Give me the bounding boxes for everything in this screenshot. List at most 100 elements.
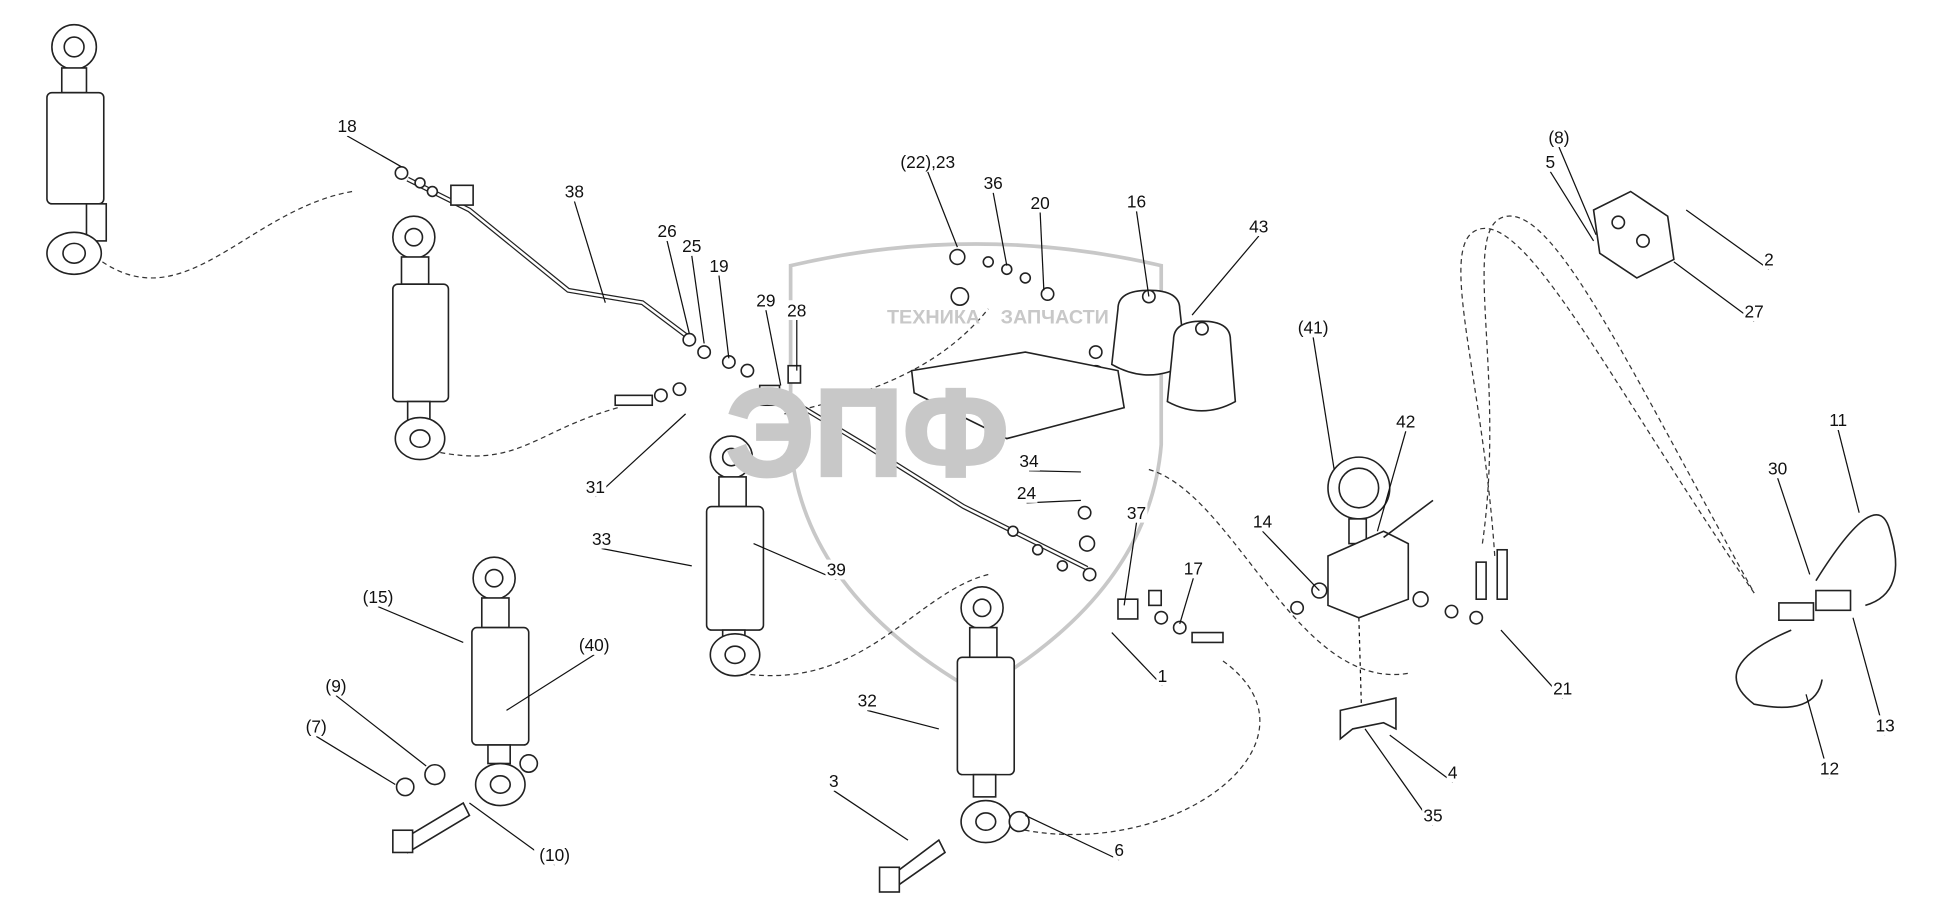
leader-line xyxy=(595,413,687,498)
callout-label-background xyxy=(785,300,808,320)
callout-label: 2 xyxy=(1764,250,1774,270)
callout-5: 5 xyxy=(1544,151,1595,242)
callout-label-background xyxy=(1029,192,1052,213)
leader-line xyxy=(1558,146,1597,235)
callout-30: 30 xyxy=(1766,458,1811,575)
callout-label-background xyxy=(584,476,607,497)
leader-line xyxy=(1312,337,1335,470)
leader-line xyxy=(1262,530,1320,591)
callout-1: 1 xyxy=(1111,632,1169,687)
callout-label: 34 xyxy=(1019,451,1039,471)
callout-10: (10) xyxy=(469,802,576,866)
leader-line xyxy=(1135,211,1150,297)
callout-18: 18 xyxy=(336,116,402,168)
callout-label: 39 xyxy=(827,560,846,580)
callout-label-background xyxy=(534,845,576,865)
callout-16: 16 xyxy=(1125,191,1150,297)
leader-line xyxy=(1025,814,1120,861)
callout-label-background xyxy=(1818,758,1841,779)
callout-label: (8) xyxy=(1548,127,1569,147)
leader-line xyxy=(1364,728,1434,826)
leader-line xyxy=(666,240,690,334)
callout-27: 27 xyxy=(1673,261,1766,322)
callout-label-background xyxy=(825,559,848,580)
callout-label: 30 xyxy=(1768,458,1787,478)
callout-11: 11 xyxy=(1827,410,1860,513)
leader-line xyxy=(601,547,692,567)
leader-line xyxy=(867,709,940,730)
callout-43: 43 xyxy=(1191,216,1270,316)
cylinder-40 xyxy=(471,556,530,807)
callout-6: 6 xyxy=(1025,814,1126,861)
callout-label: (7) xyxy=(306,717,327,737)
leader-line xyxy=(346,135,402,168)
callout-19: 19 xyxy=(708,255,730,359)
callout-label: (22),23 xyxy=(900,152,955,172)
callout-label: 14 xyxy=(1253,512,1273,532)
callout-label: 19 xyxy=(709,256,728,276)
leader-line xyxy=(573,201,606,303)
leader-line xyxy=(1837,429,1860,513)
leader-line xyxy=(1123,522,1138,606)
callout-label-background xyxy=(1182,558,1205,579)
callout-label-background xyxy=(892,151,963,172)
callout-40: (40) xyxy=(506,635,615,711)
cylinder-second xyxy=(392,215,450,461)
mounting-plate xyxy=(910,351,1126,440)
callout-label: 27 xyxy=(1745,302,1764,322)
leader-line xyxy=(506,654,595,711)
callout-label-background xyxy=(827,770,840,791)
watermark: ТЕХНИКА ЗАПЧАСТИ ЭПФ xyxy=(725,307,1109,505)
callout-label-background xyxy=(320,675,352,696)
leader-line xyxy=(753,543,837,580)
callout-29: 29 xyxy=(755,290,782,386)
callout-label: (41) xyxy=(1298,318,1329,338)
callout-label-background xyxy=(1551,678,1574,699)
callout-label: 36 xyxy=(984,173,1003,193)
callout-9: (9) xyxy=(320,675,427,767)
callout-label-background xyxy=(563,181,586,202)
callout-label: 13 xyxy=(1875,715,1894,735)
callout-label: 5 xyxy=(1546,152,1556,172)
callout-25: 25 xyxy=(680,235,705,344)
callout-label-background xyxy=(1543,127,1575,148)
callout-34: 34 xyxy=(1018,450,1081,473)
cylinder-39 xyxy=(705,435,765,677)
watermark-text-2: ЗАПЧАСТИ xyxy=(1001,307,1109,329)
watermark-text-1: ТЕХНИКА xyxy=(887,307,980,329)
callout-label-background xyxy=(656,221,678,241)
leader-line xyxy=(1191,235,1260,316)
callout-42: 42 xyxy=(1376,411,1417,532)
callout-label: (10) xyxy=(539,845,570,865)
callout-label-background xyxy=(573,635,615,655)
callout-21: 21 xyxy=(1500,629,1574,699)
leader-line xyxy=(1685,209,1770,270)
callout-label: 6 xyxy=(1114,840,1124,860)
callout-22-23: (22),23 xyxy=(892,151,963,248)
callout-label: (9) xyxy=(325,676,346,696)
leader-line xyxy=(992,192,1008,266)
leader-line xyxy=(1039,212,1045,291)
callout-label: 33 xyxy=(592,529,611,549)
callout-37: 37 xyxy=(1123,502,1148,606)
callout-label: 32 xyxy=(858,691,877,711)
callout-label: 29 xyxy=(756,290,775,310)
callout-label-background xyxy=(1422,805,1444,826)
pipe-38 xyxy=(406,176,1089,571)
couplings xyxy=(1592,190,1897,708)
callout-label-background xyxy=(300,716,332,737)
callout-12: 12 xyxy=(1805,694,1841,779)
callout-14: 14 xyxy=(1251,511,1320,591)
leader-line xyxy=(765,309,782,386)
callout-label-background xyxy=(1018,450,1040,471)
callout-label: 31 xyxy=(586,477,605,497)
valve-block xyxy=(1290,456,1508,741)
leader-line xyxy=(377,606,464,644)
leader-line xyxy=(1777,477,1811,575)
callout-39: 39 xyxy=(753,543,848,580)
callout-26: 26 xyxy=(656,221,690,334)
callout-17: 17 xyxy=(1179,558,1205,625)
callout-label-background xyxy=(1292,317,1334,338)
